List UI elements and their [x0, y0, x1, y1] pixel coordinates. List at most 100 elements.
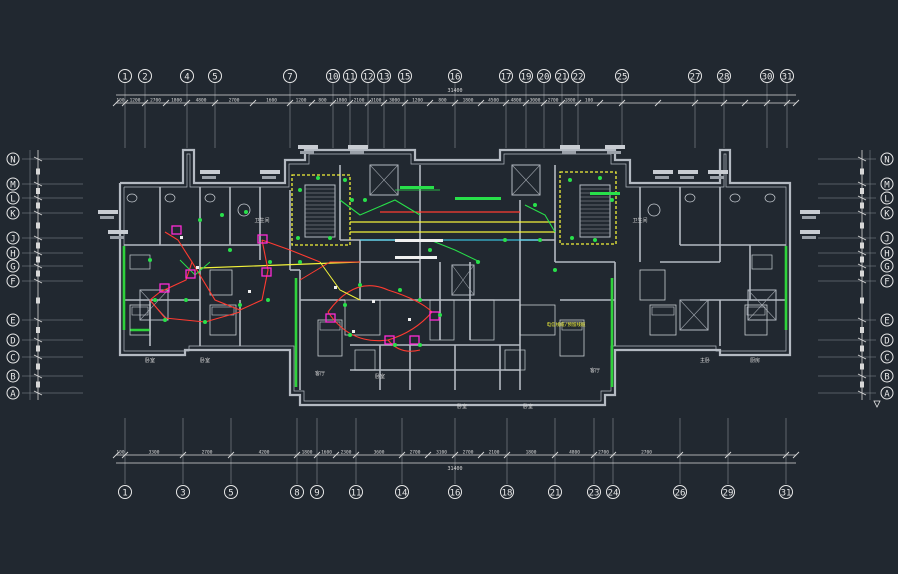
dim-text-top: 800: [438, 98, 446, 104]
dim-text-bottom: 2700: [463, 450, 474, 456]
axis-label-left: C: [10, 354, 15, 364]
dim-text-left: [36, 327, 40, 333]
pillow: [561, 321, 583, 331]
axis-label-bottom: 26: [675, 489, 686, 499]
stair-left: [304, 184, 336, 238]
axis-label-left: D: [10, 337, 15, 347]
axis-label-top: 16: [450, 73, 461, 83]
dim-tick-right: [857, 156, 867, 162]
axis-label-right: F: [884, 278, 889, 288]
axis-bubble-right: [880, 386, 894, 400]
shaft-right-2: [679, 299, 709, 331]
outlet-dot: [533, 203, 537, 207]
switch-mark: [408, 318, 411, 321]
dim-tick-top: [141, 99, 149, 107]
axis-label-top: 20: [539, 73, 550, 83]
circuit-center-d: [299, 261, 360, 281]
label-chip: [678, 170, 698, 174]
circuit-left-b: [191, 239, 269, 311]
distribution-box: [261, 267, 272, 277]
green-run-a: [339, 199, 421, 216]
dim-tick-left: [33, 390, 43, 396]
cable-loop-right: [559, 171, 617, 245]
axis-label-left: J: [10, 235, 15, 245]
dimension-lines: [29, 94, 881, 464]
dim-text-left: [36, 202, 40, 209]
label-chip-sub: [262, 176, 276, 179]
label-chip-sub: [202, 176, 216, 179]
pillow: [651, 306, 675, 316]
dim-tick-bottom: [792, 451, 800, 459]
leader-text-b: [455, 197, 501, 200]
dim-tick-left: [33, 181, 43, 187]
outlet-dot: [476, 260, 480, 264]
dim-total-top-text: 31400: [447, 88, 462, 94]
outlet-dot: [350, 198, 354, 202]
dim-text-left: [36, 363, 40, 370]
axis-label-top: 27: [690, 73, 701, 83]
axis-bubble-bottom: [779, 485, 793, 499]
axis-bubble-left: [6, 152, 20, 166]
dim-text-bottom: 1600: [321, 450, 332, 456]
outlet-dot: [228, 248, 232, 252]
label-chip: [298, 145, 318, 149]
room-tag: 卧室: [145, 357, 155, 364]
label-chip-sub: [100, 216, 114, 219]
dim-tick-top: [691, 99, 699, 107]
axis-label-top: 25: [617, 73, 628, 83]
dim-text-top: 1800: [565, 98, 576, 104]
outlet-dot: [343, 303, 347, 307]
axis-label-bottom: 18: [502, 489, 513, 499]
shaft-cross: [369, 164, 399, 196]
dim-text-top: 2700: [150, 98, 161, 104]
axis-bubble-top: [448, 69, 462, 83]
axis-bubble-top: [499, 69, 513, 83]
axis-bubble-top: [138, 69, 152, 83]
dim-tick-top: [763, 99, 771, 107]
dim-tick-right: [857, 263, 867, 269]
outlet-dot: [363, 198, 367, 202]
switch-mark: [180, 236, 183, 239]
axis-label-bottom: 8: [294, 489, 299, 499]
bed-center-left: [317, 319, 343, 357]
dim-tick-bottom: [477, 451, 485, 459]
axis-bubble-top: [343, 69, 357, 83]
dim-tick-top: [380, 99, 388, 107]
outlet-dot: [438, 313, 442, 317]
dim-text-left: [36, 270, 40, 277]
dim-tick-left: [33, 210, 43, 216]
dim-text-right: [860, 381, 864, 388]
axis-label-right: M: [884, 181, 890, 191]
axis-bubble-right: [880, 177, 894, 191]
toilet: [684, 193, 696, 203]
label-chip-sub: [680, 176, 694, 179]
axis-label-right: B: [884, 373, 889, 383]
shaft-core: [451, 264, 475, 296]
outlet-dot: [184, 298, 188, 302]
axis-bubble-right: [880, 259, 894, 273]
dim-text-bottom: 100: [116, 450, 124, 456]
outlet-dot: [203, 320, 207, 324]
elevator-1: [369, 164, 399, 196]
axis-label-right: C: [884, 354, 889, 364]
axis-label-top: 12: [363, 73, 374, 83]
dim-tick-right: [857, 390, 867, 396]
living-sofa-b: [519, 304, 556, 336]
axis-label-left: E: [10, 317, 15, 327]
label-chip-sub: [710, 176, 724, 179]
distribution-box: [325, 313, 336, 323]
dim-text-top: 4800: [511, 98, 522, 104]
axis-label-bottom: 24: [608, 489, 619, 499]
dim-text-bottom: 4200: [259, 450, 270, 456]
shaft-cross: [451, 264, 475, 296]
outlet-dot: [610, 198, 614, 202]
bed-right: [744, 304, 768, 336]
axis-bubble-bottom: [500, 485, 514, 499]
axis-label-left: G: [10, 263, 15, 273]
dim-tick-top: [162, 99, 170, 107]
axis-bubble-left: [6, 274, 20, 288]
axis-label-left: F: [10, 278, 15, 288]
axis-label-right: H: [884, 250, 889, 260]
outlet-dot: [220, 213, 224, 217]
